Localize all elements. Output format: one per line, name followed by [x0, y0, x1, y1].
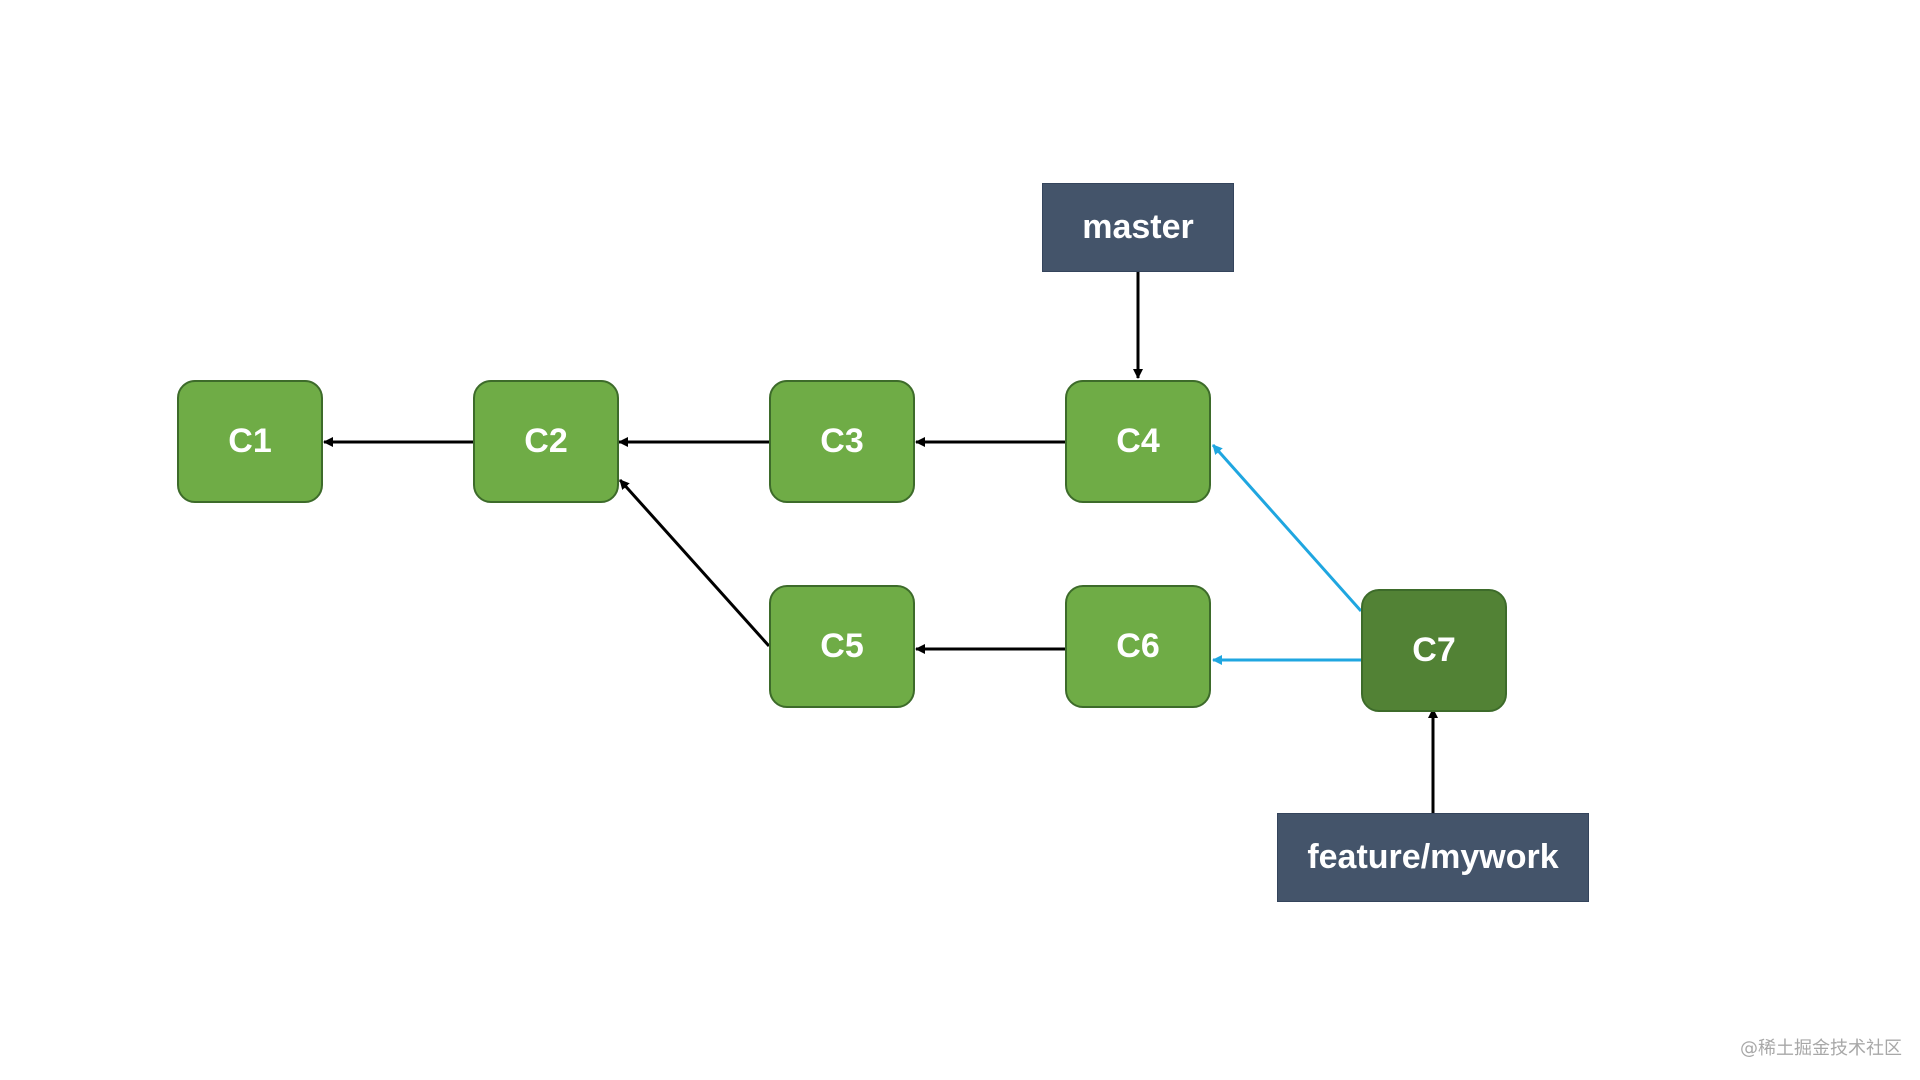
branch-label-master: master	[1042, 183, 1234, 272]
commit-c5: C5	[769, 585, 915, 708]
commit-label: C7	[1412, 631, 1456, 669]
watermark: @稀土掘金技术社区	[1740, 1038, 1902, 1059]
commit-c7: C7	[1361, 589, 1507, 712]
edge-c7-c4	[1211, 444, 1363, 612]
commit-label: C1	[228, 422, 272, 460]
commit-c4: C4	[1065, 380, 1211, 503]
commit-label: C4	[1116, 422, 1160, 460]
commit-label: C5	[820, 627, 864, 665]
commit-label: C6	[1116, 627, 1160, 665]
branch-name: feature/mywork	[1307, 838, 1559, 876]
branch-label-feature: feature/mywork	[1277, 813, 1589, 902]
commit-c6: C6	[1065, 585, 1211, 708]
commit-c3: C3	[769, 380, 915, 503]
commit-label: C2	[524, 422, 568, 460]
branch-name: master	[1082, 208, 1194, 246]
edge-c5-c2	[618, 478, 771, 648]
commit-c1: C1	[177, 380, 323, 503]
commit-c2: C2	[473, 380, 619, 503]
commit-label: C3	[820, 422, 864, 460]
